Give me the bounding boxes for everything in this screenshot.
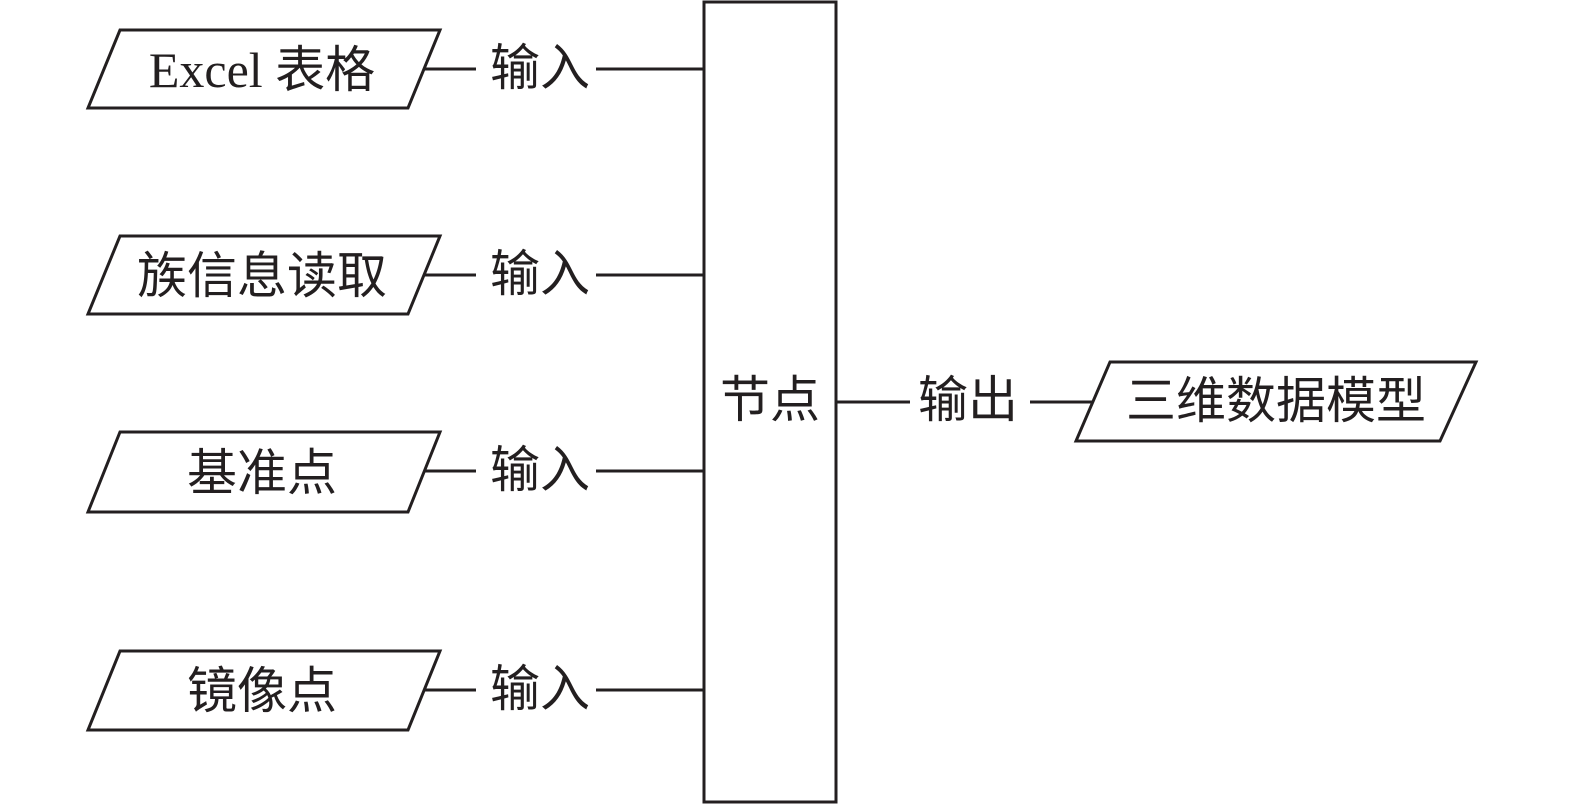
output-label-3d-model: 三维数据模型 — [1126, 372, 1426, 430]
edge-label-input-2: 输入 — [490, 245, 590, 303]
input-label-datum-point: 基准点 — [187, 444, 337, 502]
input-label-excel: Excel 表格 — [149, 42, 375, 98]
input-excel-table: Excel 表格 — [85, 28, 443, 110]
input-family-info: 族信息读取 — [85, 234, 443, 316]
edge-label-output: 输出 — [918, 371, 1018, 429]
output-shape-3d-model — [1073, 360, 1479, 443]
input-label-mirror-point: 镜像点 — [187, 662, 337, 720]
input-shape-excel — [85, 28, 443, 110]
output-3d-model: 三维数据模型 — [1073, 360, 1479, 443]
node-label: 节点 — [720, 371, 820, 429]
node-rect — [702, 0, 838, 804]
input-shape-datum-point — [85, 430, 443, 514]
input-label-family-info: 族信息读取 — [137, 247, 387, 305]
input-mirror-point: 镜像点 — [85, 649, 443, 732]
edge-label-input-1: 输入 — [490, 39, 590, 97]
node-box: 节点 — [702, 0, 838, 804]
input-shape-mirror-point — [85, 649, 443, 732]
input-shape-family-info — [85, 234, 443, 316]
input-datum-point: 基准点 — [85, 430, 443, 514]
edge-label-input-4: 输入 — [490, 660, 590, 718]
edge-label-input-3: 输入 — [490, 441, 590, 499]
